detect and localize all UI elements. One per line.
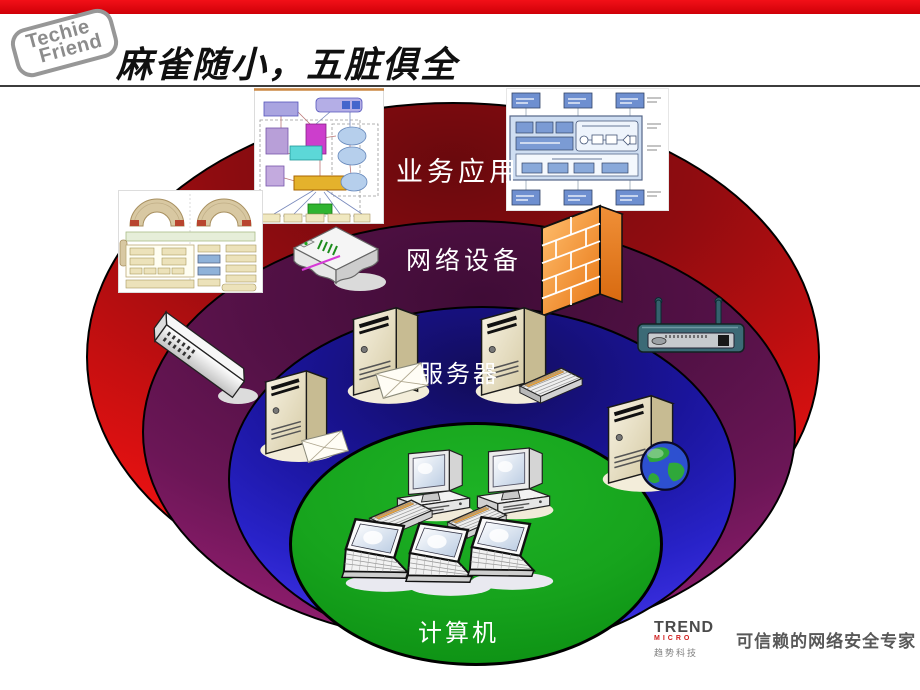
trend-micro-footer: TREND MICRO 趋势科技 可信赖的网络安全专家 xyxy=(646,608,917,670)
brand-name: TREND xyxy=(654,618,715,636)
envelope-icon xyxy=(300,428,350,466)
ring-label-network-devices: 网络设备 xyxy=(406,246,523,275)
trend-micro-wordmark: TREND MICRO 趋势科技 xyxy=(654,618,715,659)
architecture-diagram-icon xyxy=(118,190,263,293)
ring-label-servers: 服务器 xyxy=(419,360,500,388)
ring-label-business-apps: 业务应用 xyxy=(396,157,520,188)
slide-title: 麻雀随小，五脏俱全 xyxy=(116,44,459,86)
wireless-router-icon xyxy=(637,297,745,353)
globe-icon xyxy=(637,438,693,494)
rack-switch-icon xyxy=(153,310,258,404)
techie-friend-stamp: Techie Friend xyxy=(7,5,122,81)
firewall-icon xyxy=(539,204,625,318)
white-router-icon xyxy=(293,226,386,291)
footer-tagline: 可信赖的网络安全专家 xyxy=(736,631,917,651)
brand-sub: MICRO xyxy=(654,634,693,642)
ring-label-computers: 计算机 xyxy=(418,619,499,647)
blue-architecture-diagram-icon xyxy=(506,88,669,211)
laptop-icon xyxy=(466,514,558,594)
top-red-bar xyxy=(0,0,920,14)
title-divider-line xyxy=(0,85,920,87)
flowchart-diagram-icon xyxy=(254,88,384,224)
server-keyboard-icon xyxy=(518,366,584,410)
brand-cn: 趋势科技 xyxy=(654,647,699,658)
